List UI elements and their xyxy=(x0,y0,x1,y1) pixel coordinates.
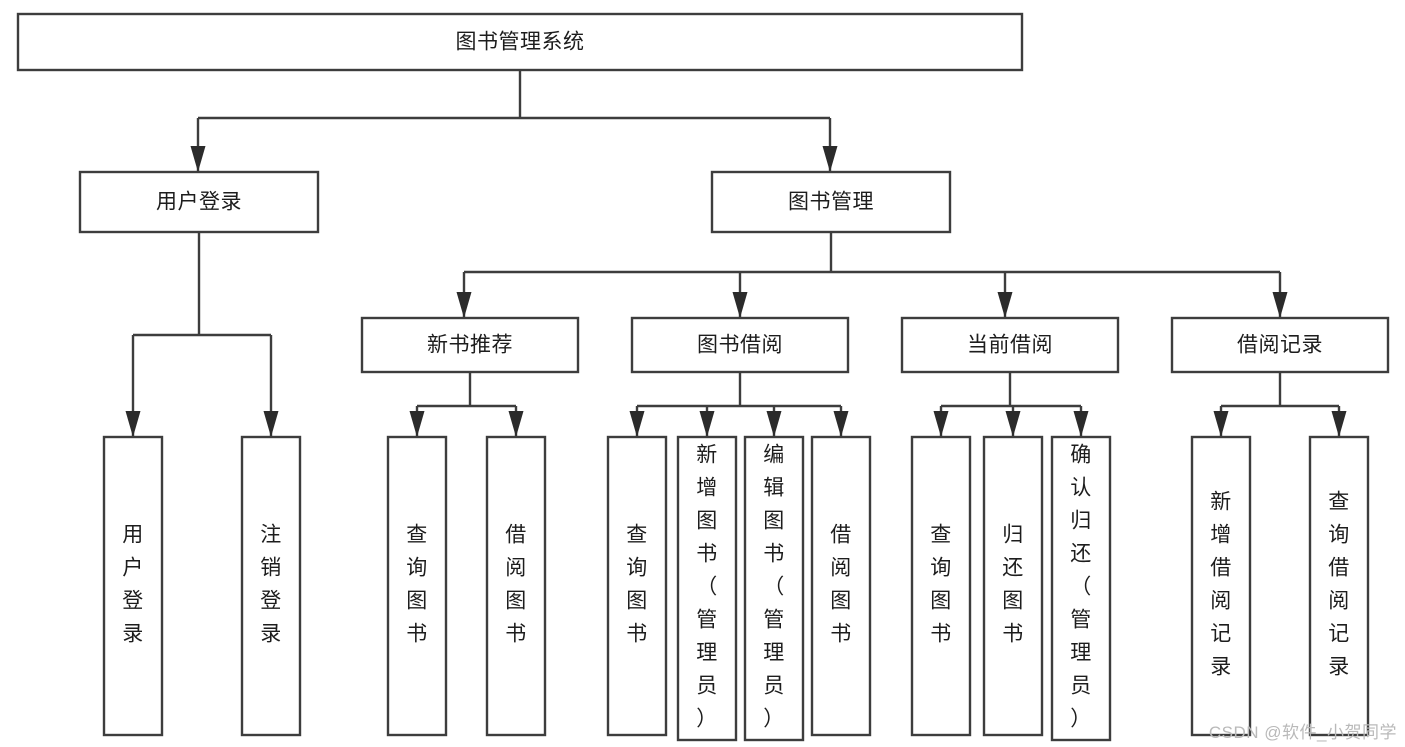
node-leaf-query-book-1[interactable]: 查询图书 xyxy=(386,435,448,737)
node-leaf-query-book-3[interactable]: 查询图书 xyxy=(910,435,972,737)
node-leaf-query-book-3-label: 查询图书 xyxy=(930,524,952,646)
node-borrow-record-label: 借阅记录 xyxy=(1237,334,1323,357)
node-leaf-borrow-book-2-label: 借阅图书 xyxy=(830,524,852,646)
arrow-head-icon xyxy=(997,292,1013,318)
node-root-system-box[interactable] xyxy=(16,12,1024,72)
node-book-manage-box[interactable] xyxy=(710,170,952,234)
node-leaf-borrow-book-2[interactable]: 借阅图书 xyxy=(810,435,872,737)
arrow-head-icon xyxy=(409,411,425,437)
node-new-book-rec-label: 新书推荐 xyxy=(427,334,513,357)
node-leaf-query-book-1-box[interactable] xyxy=(386,435,448,737)
node-leaf-add-book[interactable]: 新增图书（管理员） xyxy=(676,435,738,742)
node-leaf-return-book-box[interactable] xyxy=(982,435,1044,737)
node-leaf-borrow-book-1-label: 借阅图书 xyxy=(505,524,527,646)
node-leaf-user-login[interactable]: 用户登录 xyxy=(102,435,164,737)
node-leaf-confirm-return-box[interactable] xyxy=(1050,435,1112,742)
node-borrow-record-box[interactable] xyxy=(1170,316,1390,374)
node-leaf-logout-box[interactable] xyxy=(240,435,302,737)
arrow-head-icon xyxy=(766,411,782,437)
arrow-head-icon xyxy=(1272,292,1288,318)
node-current-borrow-box[interactable] xyxy=(900,316,1120,374)
arrow-head-icon xyxy=(1005,411,1021,437)
node-leaf-add-record-label: 新增借阅记录 xyxy=(1210,491,1232,679)
arrow-head-icon xyxy=(190,146,206,172)
node-root-system[interactable]: 图书管理系统 xyxy=(16,12,1024,72)
node-user-login-box[interactable] xyxy=(78,170,320,234)
node-leaf-borrow-book-2-box[interactable] xyxy=(810,435,872,737)
node-book-borrow-label: 图书借阅 xyxy=(697,334,783,357)
node-borrow-record[interactable]: 借阅记录 xyxy=(1170,316,1390,374)
arrow-head-icon xyxy=(629,411,645,437)
node-leaf-borrow-book-1[interactable]: 借阅图书 xyxy=(485,435,547,737)
node-leaf-edit-book[interactable]: 编辑图书（管理员） xyxy=(743,435,805,742)
node-leaf-query-record-box[interactable] xyxy=(1308,435,1370,737)
arrow-head-icon xyxy=(699,411,715,437)
node-leaf-add-book-box[interactable] xyxy=(676,435,738,742)
node-book-manage-label: 图书管理 xyxy=(788,191,874,214)
arrow-head-icon xyxy=(833,411,849,437)
arrow-head-icon xyxy=(1331,411,1347,437)
node-leaf-logout-label: 注销登录 xyxy=(260,524,282,646)
node-leaf-add-book-label: 新增图书（管理员） xyxy=(696,444,718,731)
node-leaf-user-login-label: 用户登录 xyxy=(122,524,144,646)
node-leaf-user-login-box[interactable] xyxy=(102,435,164,737)
csdn-watermark: CSDN @软件_小贺同学 xyxy=(1208,723,1397,742)
node-leaf-confirm-return[interactable]: 确认归还（管理员） xyxy=(1050,435,1112,742)
node-user-login[interactable]: 用户登录 xyxy=(78,170,320,234)
node-leaf-confirm-return-label: 确认归还（管理员） xyxy=(1070,444,1092,731)
node-user-login-label: 用户登录 xyxy=(156,191,242,214)
node-leaf-edit-book-box[interactable] xyxy=(743,435,805,742)
node-current-borrow[interactable]: 当前借阅 xyxy=(900,316,1120,374)
node-new-book-rec-box[interactable] xyxy=(360,316,580,374)
arrow-head-icon xyxy=(933,411,949,437)
arrow-head-icon xyxy=(1213,411,1229,437)
arrow-head-icon xyxy=(263,411,279,437)
node-leaf-edit-book-label: 编辑图书（管理员） xyxy=(763,444,785,731)
node-new-book-rec[interactable]: 新书推荐 xyxy=(360,316,580,374)
node-leaf-query-record-label: 查询借阅记录 xyxy=(1328,491,1350,679)
node-leaf-add-record-box[interactable] xyxy=(1190,435,1252,737)
node-leaf-query-book-2[interactable]: 查询图书 xyxy=(606,435,668,737)
node-leaf-query-book-1-label: 查询图书 xyxy=(406,524,428,646)
node-leaf-query-record[interactable]: 查询借阅记录 xyxy=(1308,435,1370,737)
arrow-head-icon xyxy=(125,411,141,437)
node-root-system-label: 图书管理系统 xyxy=(456,31,585,54)
node-current-borrow-label: 当前借阅 xyxy=(967,334,1053,357)
arrow-head-icon xyxy=(732,292,748,318)
node-leaf-query-book-3-box[interactable] xyxy=(910,435,972,737)
node-book-manage[interactable]: 图书管理 xyxy=(710,170,952,234)
node-layer: 图书管理系统用户登录图书管理新书推荐图书借阅当前借阅借阅记录用户登录注销登录查询… xyxy=(16,12,1390,742)
node-leaf-query-book-2-box[interactable] xyxy=(606,435,668,737)
arrow-head-icon xyxy=(822,146,838,172)
node-leaf-return-book[interactable]: 归还图书 xyxy=(982,435,1044,737)
node-book-borrow[interactable]: 图书借阅 xyxy=(630,316,850,374)
node-book-borrow-box[interactable] xyxy=(630,316,850,374)
node-leaf-borrow-book-1-box[interactable] xyxy=(485,435,547,737)
node-leaf-add-record[interactable]: 新增借阅记录 xyxy=(1190,435,1252,737)
node-leaf-query-book-2-label: 查询图书 xyxy=(626,524,648,646)
arrow-head-icon xyxy=(508,411,524,437)
node-leaf-logout[interactable]: 注销登录 xyxy=(240,435,302,737)
node-leaf-return-book-label: 归还图书 xyxy=(1002,524,1024,646)
connector-layer xyxy=(125,70,1347,437)
arrow-head-icon xyxy=(456,292,472,318)
arrow-head-icon xyxy=(1073,411,1089,437)
